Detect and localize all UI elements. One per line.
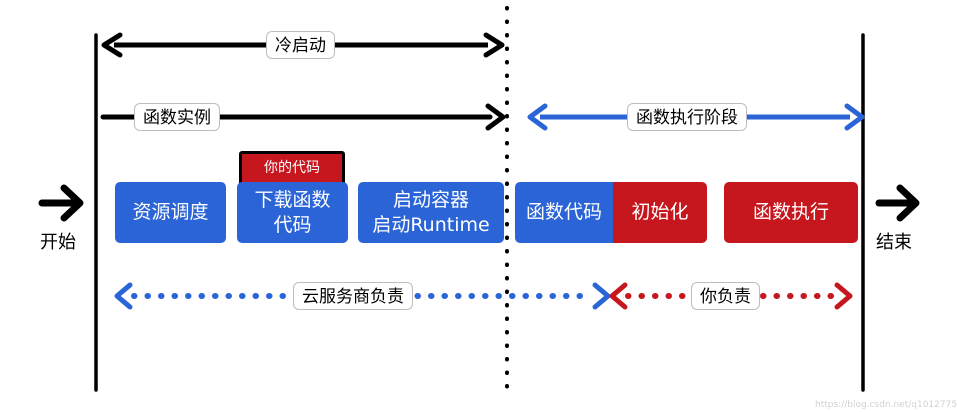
download-code-line1: 下载函数 [254, 188, 331, 211]
download-code-box: 下载函数 代码 [237, 182, 348, 243]
cloud-provider-responsible-label: 云服务商负责 [293, 282, 413, 310]
end-label: 结束 [876, 232, 912, 253]
end-arrow-icon [875, 184, 920, 222]
start-arrow-icon [38, 184, 84, 222]
watermark: https://blog.csdn.net/q1012775 [815, 400, 957, 410]
download-code-line2: 代码 [273, 213, 312, 236]
start-container-line2: 启动Runtime [372, 213, 490, 236]
resource-scheduling-box: 资源调度 [115, 182, 226, 243]
start-container-box: 启动容器 启动Runtime [358, 182, 504, 243]
function-execution-phase-label: 函数执行阶段 [627, 103, 747, 131]
function-instance-label: 函数实例 [134, 103, 220, 131]
cold-start-label: 冷启动 [266, 31, 335, 59]
function-code-box: 函数代码 [515, 182, 613, 243]
you-responsible-label: 你负责 [691, 282, 760, 310]
your-code-tag: 你的代码 [239, 151, 345, 186]
initialization-box: 初始化 [613, 182, 707, 243]
start-label: 开始 [40, 232, 76, 253]
you-responsible-arrow [609, 282, 853, 310]
function-execution-box: 函数执行 [724, 182, 858, 243]
start-container-line1: 启动容器 [392, 188, 469, 211]
